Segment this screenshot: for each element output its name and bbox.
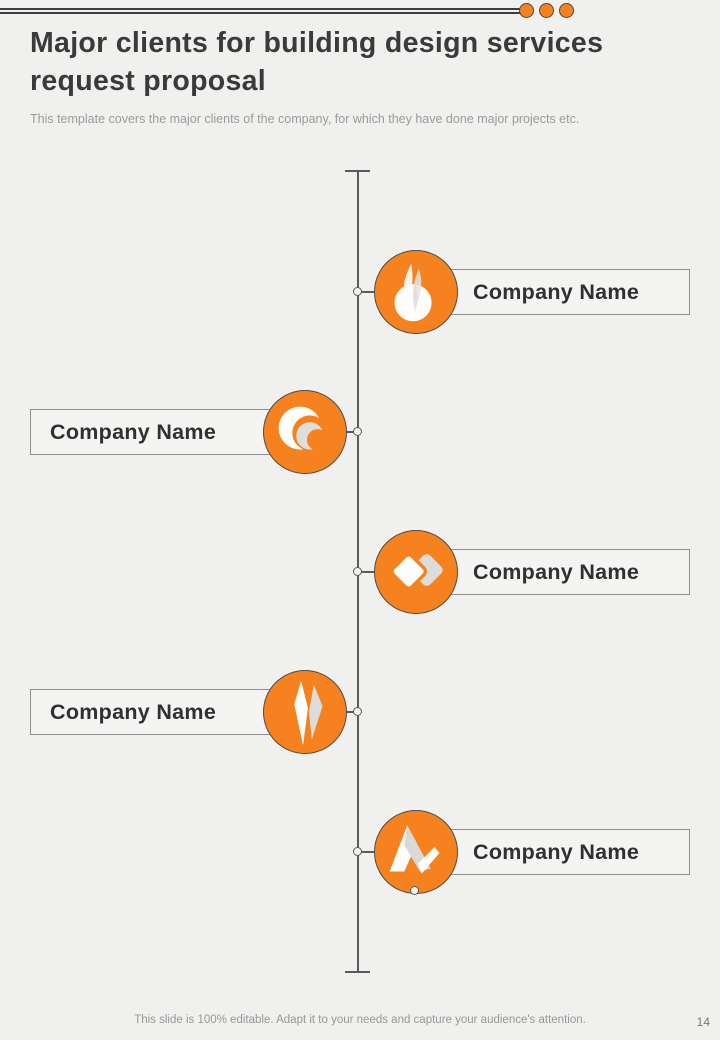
timeline-connector — [358, 291, 376, 293]
vertical-shards-icon — [294, 680, 323, 746]
page-title: Major clients for building design servic… — [30, 27, 604, 97]
client-logo-badge — [263, 390, 347, 474]
timeline-node-dot — [353, 707, 362, 716]
accent-dot-icon — [519, 3, 534, 18]
page-subtitle: This template covers the major clients o… — [30, 112, 580, 126]
top-double-rule — [0, 8, 524, 14]
timeline-bottom-cap — [345, 971, 370, 973]
twin-diamonds-icon — [390, 553, 443, 590]
double-crescent-icon — [278, 406, 329, 451]
timeline-connector — [344, 431, 358, 433]
timeline-node-dot — [353, 567, 362, 576]
flame-icon — [394, 263, 432, 322]
timeline-connector — [344, 711, 358, 713]
timeline-connector — [358, 571, 376, 573]
timeline-top-cap — [345, 170, 370, 172]
client-name-label: Company Name — [473, 839, 640, 864]
accent-dot-icon — [539, 3, 554, 18]
accent-dot-icon — [559, 3, 574, 18]
client-name-box: Company Name — [30, 409, 310, 455]
timeline-node-dot — [353, 847, 362, 856]
client-name-box: Company Name — [412, 829, 690, 875]
client-logo-badge — [374, 250, 458, 334]
timeline-connector — [358, 851, 376, 853]
client-logo-badge — [374, 530, 458, 614]
page-number: 14 — [696, 1015, 710, 1029]
client-name-label: Company Name — [473, 279, 640, 304]
client-name-label: Company Name — [50, 699, 217, 724]
mountain-peak-icon — [389, 825, 440, 874]
client-name-label: Company Name — [473, 559, 640, 584]
client-logo-badge — [263, 670, 347, 754]
timeline-node-dot — [410, 886, 419, 895]
timeline-node-dot — [353, 287, 362, 296]
client-logo-badge — [374, 810, 458, 894]
footer-note: This slide is 100% editable. Adapt it to… — [134, 1014, 586, 1026]
client-name-box: Company Name — [412, 269, 690, 315]
client-name-label: Company Name — [50, 419, 217, 444]
timeline-node-dot — [353, 427, 362, 436]
client-name-box: Company Name — [412, 549, 690, 595]
